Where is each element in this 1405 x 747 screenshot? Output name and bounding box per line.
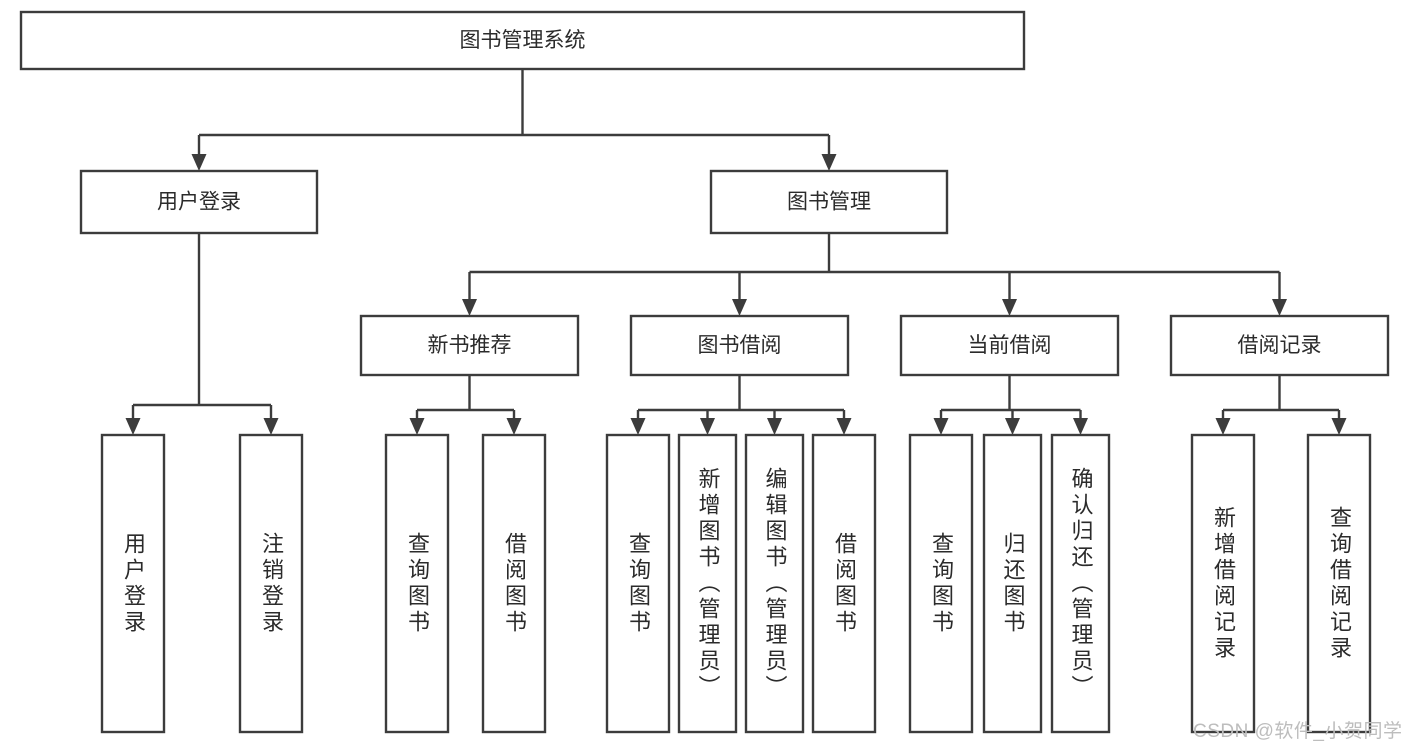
node-label-book-manage: 图书管理 <box>787 191 871 214</box>
leaf-fan-borrow-record-arrow-0 <box>1215 418 1231 435</box>
leaf-fan-current-borrow-arrow-0 <box>933 418 949 435</box>
leaf-fan-book-borrow-arrow-1 <box>700 418 715 435</box>
node-box-leaf-borrow-book-b[interactable] <box>811 433 877 734</box>
leaf-fan-borrow-record-arrow-1 <box>1331 418 1347 435</box>
root-to-level2-arrow-1 <box>821 154 837 171</box>
node-label-new-book-recommend: 新书推荐 <box>428 334 512 357</box>
node-box-leaf-add-book[interactable] <box>677 433 738 734</box>
node-box-leaf-logout[interactable] <box>238 433 304 734</box>
node-box-new-book-recommend[interactable] <box>359 314 580 377</box>
bookmanage-to-level3-arrow-2 <box>1002 299 1017 316</box>
bookmanage-to-level3-arrow-3 <box>1272 299 1287 316</box>
node-box-leaf-user-login[interactable] <box>100 433 166 734</box>
bookmanage-to-level3-arrow-1 <box>732 299 747 316</box>
bookmanage-to-level3-arrow-0 <box>462 299 477 316</box>
node-box-leaf-add-record[interactable] <box>1190 433 1256 734</box>
root-node-box[interactable] <box>19 10 1026 71</box>
node-label-book-borrow: 图书借阅 <box>698 334 782 357</box>
root-node-label: 图书管理系统 <box>460 29 586 52</box>
node-box-book-borrow[interactable] <box>629 314 850 377</box>
node-box-leaf-return-book[interactable] <box>982 433 1043 734</box>
node-label-user-login: 用户登录 <box>157 191 241 214</box>
node-box-leaf-query-book-a[interactable] <box>384 433 450 734</box>
leaf-fan-current-borrow-arrow-1 <box>1005 418 1020 435</box>
connector-lines <box>125 69 1347 435</box>
leaf-fan-current-borrow-arrow-2 <box>1073 418 1088 435</box>
leaf-fan-new-book-recommend-arrow-1 <box>506 418 522 435</box>
leaf-fan-book-borrow-arrow-2 <box>767 418 782 435</box>
node-box-leaf-edit-book[interactable] <box>744 433 805 734</box>
node-box-borrow-record[interactable] <box>1169 314 1390 377</box>
node-box-book-manage[interactable] <box>709 169 949 235</box>
node-box-current-borrow[interactable] <box>899 314 1120 377</box>
leaf-fan-book-borrow-arrow-3 <box>836 418 852 435</box>
node-box-user-login[interactable] <box>79 169 319 235</box>
leaf-fan-user-login-arrow-1 <box>263 418 279 435</box>
node-label-borrow-record: 借阅记录 <box>1238 334 1322 357</box>
leaf-fan-new-book-recommend-arrow-0 <box>409 418 425 435</box>
root-to-level2-arrow-0 <box>191 154 207 171</box>
node-box-leaf-borrow-book-a[interactable] <box>481 433 547 734</box>
leaf-fan-user-login-arrow-0 <box>125 418 141 435</box>
leaf-fan-book-borrow-arrow-0 <box>630 418 646 435</box>
node-box-leaf-query-book-b[interactable] <box>605 433 671 734</box>
watermark-text: CSDN @软件_小贺同学 <box>1193 721 1403 742</box>
node-box-leaf-confirm-return[interactable] <box>1050 433 1111 734</box>
node-box-leaf-query-record[interactable] <box>1306 433 1372 734</box>
node-label-current-borrow: 当前借阅 <box>968 334 1052 357</box>
node-boxes <box>19 10 1390 734</box>
node-box-leaf-query-book-c[interactable] <box>908 433 974 734</box>
